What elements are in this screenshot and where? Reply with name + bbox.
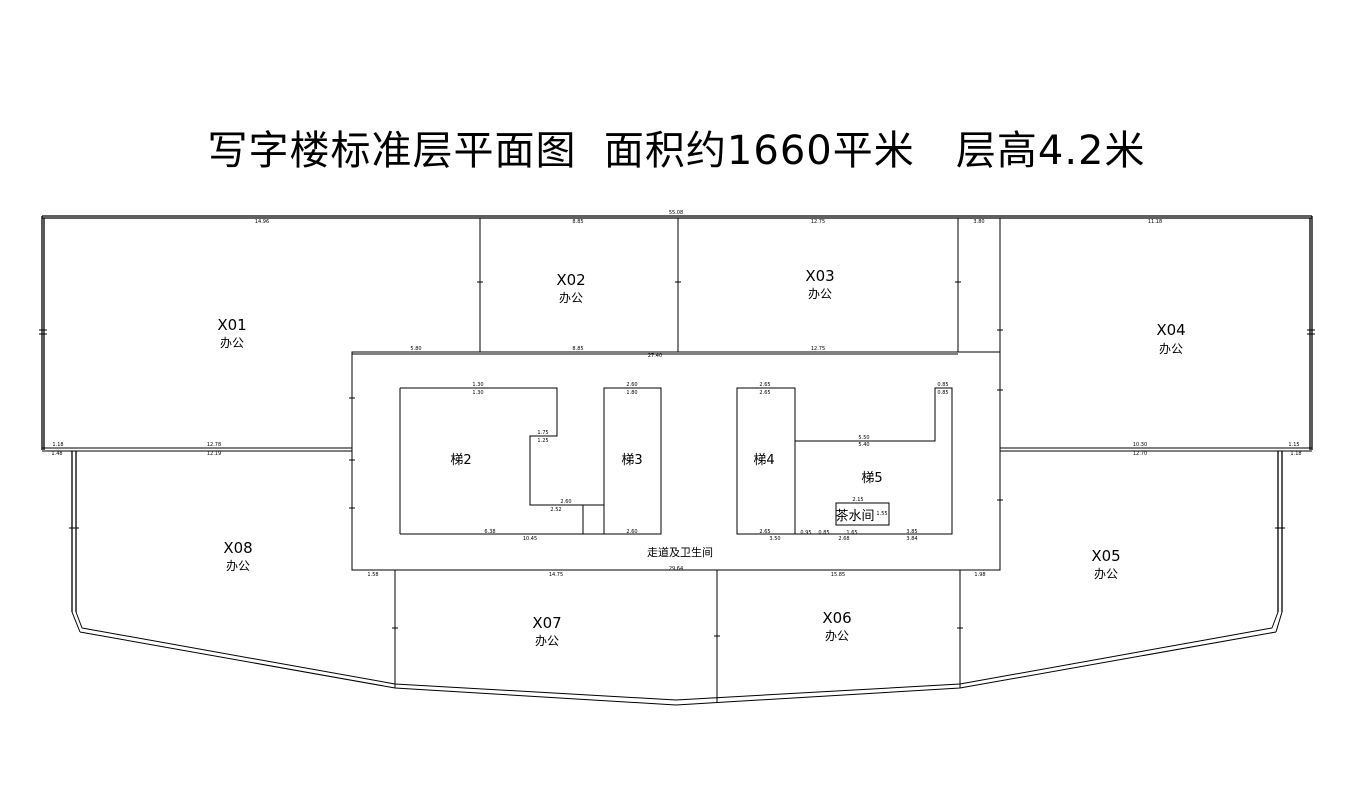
room-x02-code: X02 (556, 271, 585, 289)
dim-mid-right-b: 12.70 (1133, 451, 1147, 457)
stair-2-label: 梯2 (450, 453, 471, 468)
dimension-labels: 55.08 14.96 8.85 12.75 3.80 11.18 5.80 8… (51, 210, 1301, 578)
dim-bottom-right-edge: 1.98 (974, 572, 985, 578)
stair-2-outline (399, 387, 604, 535)
dim-core-bottom-s5b: 3.84 (906, 536, 917, 542)
room-x02-use: 办公 (559, 290, 583, 305)
stair-4-outline (736, 387, 796, 535)
dim-stair5-mid-a: 5.50 (858, 435, 869, 441)
room-x06-code: X06 (822, 609, 851, 627)
wall-ticks (39, 281, 1315, 637)
stair-4-label: 梯4 (753, 453, 774, 468)
stair-3-label: 梯3 (621, 453, 642, 468)
dim-top-x03: 12.75 (811, 219, 825, 225)
page-title: 写字楼标准层平面图 面积约1660平米 层高4.2米 (207, 128, 1146, 174)
room-x04-code: X04 (1156, 321, 1185, 339)
dim-core-bottom-s3: 2.60 (626, 529, 637, 535)
dim-core-bottom-s4b: 3.50 (769, 536, 780, 542)
lower-partitions (394, 570, 961, 702)
dim-mid-left-edge-b: 1.48 (51, 451, 62, 457)
dim-tea-bottom-a: 2.68 (838, 536, 849, 542)
dim-core-top-mid: 8.85 (572, 346, 583, 352)
room-x07-code: X07 (532, 614, 561, 632)
dim-top-x04: 11.18 (1148, 219, 1162, 225)
room-x06-use: 办公 (825, 628, 849, 643)
dim-mid-right-a: 10.30 (1133, 442, 1147, 448)
room-x01-code: X01 (217, 316, 246, 334)
stair-5-outline (795, 387, 953, 535)
stair-3-outline (603, 387, 662, 535)
room-x01-use: 办公 (220, 335, 244, 350)
dim-mid-left-a: 12.78 (207, 442, 221, 448)
building-outline (41, 215, 1313, 706)
dim-core-bottom-total: 29.64 (669, 566, 683, 572)
dim-bottom-left-edge: 1.58 (367, 572, 378, 578)
dim-stair5-top-b: 0.85 (937, 390, 948, 396)
dim-tea-side-b: 0.85 (818, 530, 829, 536)
room-x03-use: 办公 (808, 286, 832, 301)
dim-top-gap: 3.80 (973, 219, 984, 225)
room-x05-use: 办公 (1094, 566, 1118, 581)
dim-stair2-top-b: 1.30 (472, 390, 483, 396)
dim-stair3-top-a: 2.60 (626, 382, 637, 388)
dim-mid-left-b: 12.19 (207, 451, 221, 457)
dim-stair3-top-b: 1.80 (626, 390, 637, 396)
dim-bottom-x06: 15.85 (831, 572, 845, 578)
dim-tea-side-a: 0.95 (800, 530, 811, 536)
dim-stair4-top-a: 2.65 (759, 382, 770, 388)
room-labels: X01 办公 X02 办公 X03 办公 X04 办公 X05 办公 X06 办… (217, 267, 1185, 648)
dim-core-top-total: 27.40 (648, 353, 662, 359)
dim-stair2-bottom-a: 2.60 (560, 499, 571, 505)
upper-partitions (479, 218, 1001, 450)
tea-room-label: 茶水间 (835, 508, 874, 524)
dim-stair4-top-b: 2.65 (759, 390, 770, 396)
dim-top-x01: 14.96 (255, 219, 269, 225)
dim-top-x02: 8.85 (572, 219, 583, 225)
dim-stair5-mid-b: 5.40 (858, 442, 869, 448)
dim-mid-left-edge-a: 1.18 (52, 442, 63, 448)
stair-5-label: 梯5 (861, 471, 882, 486)
dim-core-bottom-s5a: 3.85 (906, 529, 917, 535)
dim-stair2-bottom-b: 2.52 (550, 507, 561, 513)
dim-bottom-x07: 14.75 (549, 572, 563, 578)
dim-stair2-step-a: 1.75 (537, 430, 548, 436)
room-x08-use: 办公 (226, 558, 250, 573)
dim-core-bottom-s4a: 2.65 (759, 529, 770, 535)
core-block (351, 351, 1001, 571)
room-x07-use: 办公 (535, 633, 559, 648)
corridor-label: 走道及卫生间 (647, 545, 713, 559)
dim-core-top-right: 12.75 (811, 346, 825, 352)
dim-tea-bottom-b: 1.65 (846, 530, 857, 536)
dim-top-total: 55.08 (669, 210, 683, 216)
core-labels: 梯2 梯3 梯4 梯5 茶水间 走道及卫生间 (450, 453, 882, 559)
room-x03-code: X03 (805, 267, 834, 285)
tea-room-outline (835, 502, 890, 526)
dim-core-bottom-left: 6.38 (484, 529, 495, 535)
dim-stair2-top-a: 1.30 (472, 382, 483, 388)
dim-mid-right-edge-a: 1.15 (1288, 442, 1299, 448)
dim-core-top-left: 5.80 (410, 346, 421, 352)
dim-tea-top: 2.15 (852, 497, 863, 503)
dim-stair5-top-a: 0.85 (937, 382, 948, 388)
dim-mid-right-edge-b: 1.18 (1290, 451, 1301, 457)
room-x08-code: X08 (223, 539, 252, 557)
room-x05-code: X05 (1091, 547, 1120, 565)
dim-tea-side-c: 1.55 (876, 511, 887, 517)
dim-core-bottom-left2: 10.45 (523, 536, 537, 542)
room-x04-use: 办公 (1159, 341, 1183, 356)
dim-stair2-step-b: 1.25 (537, 438, 548, 444)
